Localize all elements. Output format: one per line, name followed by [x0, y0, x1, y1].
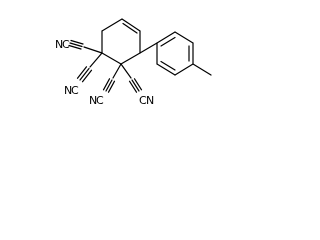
- aryl-bonds: [139, 31, 212, 76]
- triple-cn3-b: [102, 78, 111, 91]
- triple-cn2-c: [81, 69, 93, 83]
- nitrile-c-lower-left: C: [71, 84, 79, 97]
- nitrile-n-upper-left: N: [55, 38, 63, 51]
- triple-cn1-b: [70, 39, 84, 45]
- nitrile-n-lower-left: N: [64, 84, 72, 97]
- nitrile-c-lower-right: C: [139, 94, 147, 107]
- nitrile-n-lower-right: N: [146, 94, 154, 107]
- ring-bond-c4-c5: [120, 52, 141, 65]
- ring-bond-c1-c2: [101, 18, 123, 32]
- atom-labels: N C N C N C N C: [55, 38, 154, 107]
- triple-cn2-b: [76, 66, 88, 79]
- triple-cn2-a: [79, 67, 90, 81]
- structure-canvas: N C N C N C N C: [0, 0, 223, 118]
- triple-cn1-a: [69, 42, 83, 48]
- bond-methyl: [192, 63, 212, 76]
- ring-bonds: [101, 18, 141, 65]
- triple-cn1-c: [68, 44, 82, 50]
- bond-c6-cn1: [83, 46, 103, 54]
- ring-bond-c2-c3-double: [122, 22, 138, 34]
- bond-c6-cn2: [89, 52, 103, 68]
- benzene-bond-2: [174, 31, 194, 44]
- benzene-bond-4: [174, 63, 194, 76]
- nitrile-c-lower-middle: C: [96, 94, 104, 107]
- nitrile-c-upper-left: C: [62, 38, 70, 51]
- bond-c5-cn3: [112, 63, 122, 79]
- benzene-double-1: [160, 36, 176, 47]
- benzene-bond-1: [156, 31, 176, 44]
- bond-c5-cn4: [120, 63, 132, 79]
- triple-cn4-c: [128, 80, 138, 93]
- nitrile-bonds: [68, 39, 143, 93]
- nitrile-n-lower-middle: N: [89, 94, 97, 107]
- triple-cn4-b: [133, 78, 143, 91]
- ring-bond-c5-c6: [101, 52, 122, 65]
- triple-cn3-c: [107, 80, 116, 93]
- ring-bond-c2-c3: [121, 18, 141, 32]
- molecule-diagram: N C N C N C N C: [55, 18, 212, 107]
- benzene-double-3: [160, 60, 176, 71]
- triple-cn3-a: [105, 79, 113, 92]
- benzene-bond-5: [156, 63, 176, 76]
- triple-cn4-a: [131, 79, 140, 92]
- bond-c4-aryl: [139, 42, 158, 54]
